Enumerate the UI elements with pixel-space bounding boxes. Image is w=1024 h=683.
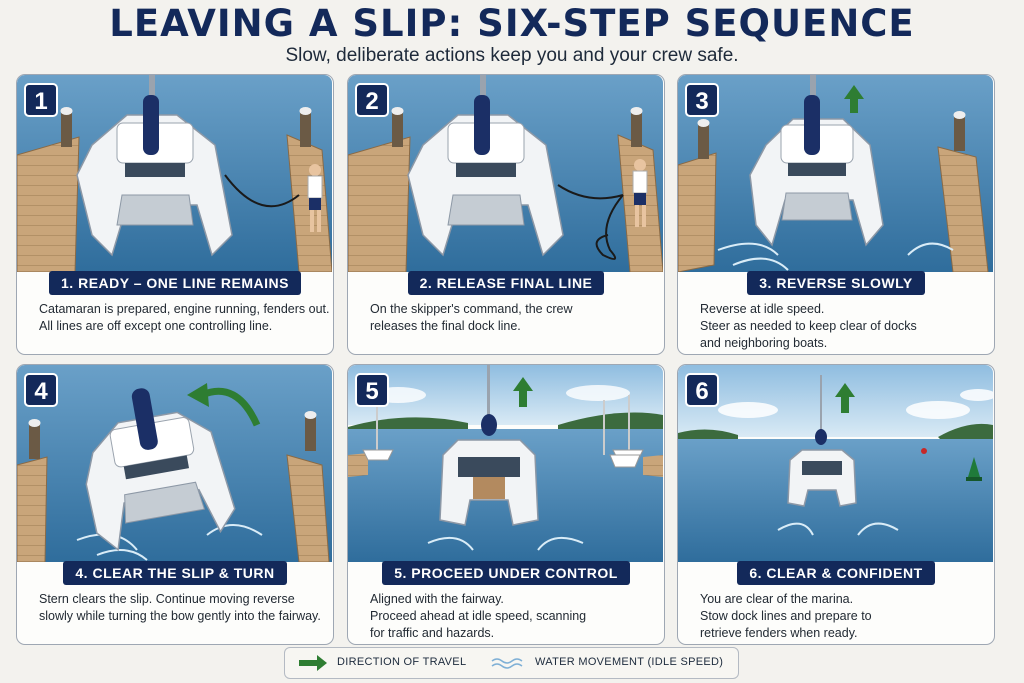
step-label: 4. CLEAR THE SLIP & TURN (17, 561, 333, 585)
step-label: 2. RELEASE FINAL LINE (348, 271, 664, 295)
step-panel-3: 3 3. REVERSE SLOWLY Reverse at idle spee… (677, 74, 995, 355)
step-description-line: Stern clears the slip. Continue moving r… (39, 592, 295, 606)
step-3-illustration (678, 75, 993, 272)
step-description-line: All lines are off except one controlling… (39, 319, 273, 333)
step-panel-5: 5 5. PROCEED UNDER CONTROL Aligned with … (347, 364, 665, 645)
step-label: 1. READY – ONE LINE REMAINS (17, 271, 333, 295)
moored-sailboat-icon (603, 400, 641, 468)
step-description-line: releases the final dock line. (370, 319, 521, 333)
channel-buoy-icon (966, 457, 982, 481)
moored-sailboat-icon (362, 400, 394, 461)
step-2-illustration (348, 75, 663, 272)
page-title: LEAVING A SLIP: SIX-STEP SEQUENCE (109, 2, 915, 45)
step-description-line: Reverse at idle speed. (700, 302, 825, 316)
crew-member-icon (632, 159, 648, 227)
step-description-line: and neighboring boats. (700, 336, 828, 350)
step-4-illustration (17, 365, 332, 562)
step-description-line: Stow dock lines and prepare to (700, 609, 872, 623)
direction-arrow-icon (299, 655, 327, 671)
direction-arrow-icon (835, 383, 855, 413)
step-label: 5. PROCEED UNDER CONTROL (348, 561, 664, 585)
step-label-text: 6. CLEAR & CONFIDENT (737, 561, 935, 585)
step-description-line: On the skipper's command, the crew (370, 302, 573, 316)
catamaran-icon (749, 75, 884, 247)
crew-member-icon (307, 164, 323, 232)
step-5-illustration (348, 365, 663, 562)
step-description-line: retrieve fenders when ready. (700, 626, 858, 640)
step-number-badge: 4 (24, 373, 58, 407)
step-label-text: 5. PROCEED UNDER CONTROL (382, 561, 630, 585)
catamaran-icon (787, 375, 857, 507)
water-movement-icon (491, 658, 523, 669)
step-label-text: 2. RELEASE FINAL LINE (407, 271, 605, 295)
step-description: On the skipper's command, the crew relea… (370, 301, 650, 335)
direction-arrow-icon (513, 377, 533, 407)
turn-arrow-icon (187, 383, 261, 427)
step-description-line: slowly while turning the bow gently into… (39, 609, 321, 623)
legend: DIRECTION OF TRAVEL WATER MOVEMENT (IDLE… (284, 647, 739, 679)
step-number-badge: 3 (685, 83, 719, 117)
step-description: Reverse at idle speed. Steer as needed t… (700, 301, 980, 352)
step-label-text: 1. READY – ONE LINE REMAINS (49, 271, 301, 295)
step-panel-1: 1 1. READY – ONE LINE REMAINS Catamaran … (16, 74, 334, 355)
catamaran-icon (439, 365, 539, 526)
step-description-line: Aligned with the fairway. (370, 592, 504, 606)
page-subtitle: Slow, deliberate actions keep you and yo… (285, 45, 739, 66)
catamaran-icon (407, 75, 564, 257)
step-description: Stern clears the slip. Continue moving r… (39, 591, 321, 625)
step-panel-2: 2 2. RELEASE FINAL LINE On the skipper's… (347, 74, 665, 355)
step-description-line: Proceed ahead at idle speed, scanning (370, 609, 587, 623)
step-description: Catamaran is prepared, engine running, f… (39, 301, 330, 335)
step-number-badge: 2 (355, 83, 389, 117)
step-description: Aligned with the fairway. Proceed ahead … (370, 591, 650, 642)
step-label: 6. CLEAR & CONFIDENT (678, 561, 994, 585)
step-panel-4: 4 4. CLEAR THE SLIP & TURN Stern clears … (16, 364, 334, 645)
step-label-text: 4. CLEAR THE SLIP & TURN (63, 561, 287, 585)
step-1-illustration (17, 75, 332, 272)
step-6-illustration (678, 365, 993, 562)
step-description: You are clear of the marina. Stow dock l… (700, 591, 980, 642)
catamaran-icon (76, 75, 233, 257)
legend-water-label: WATER MOVEMENT (IDLE SPEED) (535, 656, 724, 668)
step-number-badge: 5 (355, 373, 389, 407)
direction-arrow-icon (844, 85, 864, 113)
step-number-badge: 1 (24, 83, 58, 117)
step-description-line: Catamaran is prepared, engine running, f… (39, 302, 330, 316)
step-description-line: for traffic and hazards. (370, 626, 495, 640)
step-label-text: 3. REVERSE SLOWLY (747, 271, 925, 295)
step-number-badge: 6 (685, 373, 719, 407)
legend-direction-label: DIRECTION OF TRAVEL (337, 656, 467, 668)
step-description-line: You are clear of the marina. (700, 592, 854, 606)
step-description-line: Steer as needed to keep clear of docks (700, 319, 917, 333)
step-panel-6: 6 6. CLEAR & CONFIDENT You are clear of … (677, 364, 995, 645)
step-label: 3. REVERSE SLOWLY (678, 271, 994, 295)
catamaran-icon (85, 388, 236, 552)
